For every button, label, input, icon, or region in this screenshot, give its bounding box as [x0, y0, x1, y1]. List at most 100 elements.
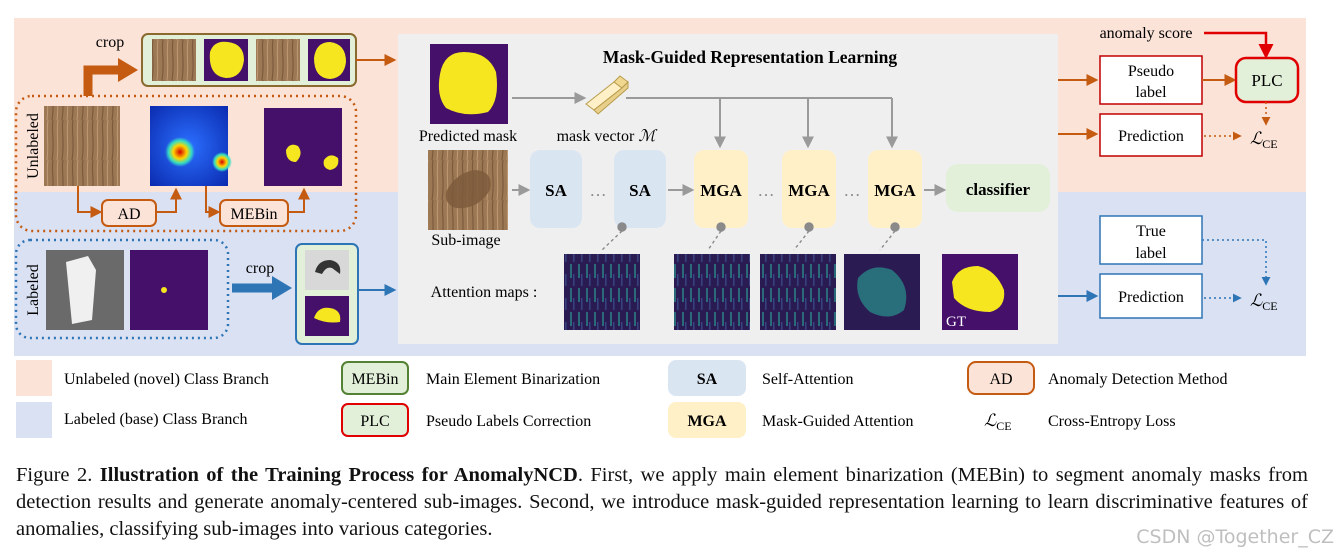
legend-plc-box — [341, 403, 409, 437]
pseudo-label-line1: Pseudo — [1128, 63, 1174, 80]
crop-label-top: crop — [96, 34, 124, 51]
gt-label: GT — [946, 314, 966, 330]
true-to-loss-arrow — [1202, 239, 1271, 286]
mask-vector-icon — [585, 75, 629, 115]
mebin-mask-image — [264, 108, 342, 186]
legend-mebin-desc: Main Element Binarization — [426, 371, 600, 388]
sa-block-2 — [614, 150, 666, 228]
crop-arrow-top — [83, 65, 118, 96]
mga-block-1 — [694, 150, 748, 228]
sa-block-2-label: SA — [629, 181, 651, 200]
ellipsis-1: … — [590, 181, 607, 200]
heatmap-hot-2 — [212, 152, 232, 172]
plc-label: PLC — [1251, 71, 1282, 90]
legend-lce-desc: Cross-Entropy Loss — [1048, 413, 1176, 430]
true-label-line2: label — [1135, 245, 1167, 262]
attention-maps-label: Attention maps : — [431, 284, 538, 301]
attention-map-1 — [564, 254, 640, 330]
attention-map-2 — [674, 254, 750, 330]
ellipsis-2: … — [758, 181, 775, 200]
anomaly-score-arrow — [1204, 31, 1274, 59]
sa-block-1 — [530, 150, 582, 228]
ellipsis-3: … — [844, 181, 861, 200]
ad-arrow-in — [77, 186, 103, 218]
loss-label-bottom: ℒCE — [1250, 291, 1278, 313]
mebin-arrow-in — [205, 186, 221, 218]
sa-block-1-label: SA — [545, 181, 567, 200]
legend-labeled-swatch — [16, 402, 52, 438]
legend-unlabeled-text: Unlabeled (novel) Class Branch — [64, 371, 269, 388]
legend-mebin-key: MEBin — [351, 371, 398, 388]
mga-block-3-label: MGA — [874, 181, 916, 200]
labeled-crop-mask-shape — [314, 307, 341, 323]
labeled-label: Labeled — [25, 264, 42, 316]
prediction-label-top: Prediction — [1118, 128, 1184, 145]
attention-map-3 — [760, 254, 836, 330]
legend-sa-desc: Self-Attention — [762, 371, 854, 388]
legend-ad-desc: Anomaly Detection Method — [1048, 371, 1228, 388]
caption-text: . First, we apply main element binarizat… — [16, 464, 1309, 540]
crop-mask-1-shape — [209, 41, 244, 78]
crop-wood-1 — [152, 39, 196, 81]
mga-block-2 — [782, 150, 836, 228]
unlabeled-label: Unlabeled — [25, 113, 42, 179]
ad-label: AD — [117, 206, 140, 223]
ad-arrow-out — [156, 187, 182, 213]
legend-sa-key: SA — [697, 371, 718, 388]
gt-mask-shape — [952, 266, 1005, 312]
classifier-label: classifier — [966, 180, 1031, 199]
sub-image-anomaly — [445, 170, 491, 209]
legend-ad-box — [967, 361, 1035, 395]
prediction-label-bottom: Prediction — [1118, 289, 1184, 306]
unlabeled-box — [14, 94, 358, 233]
predicted-mask-label: Predicted mask — [419, 128, 517, 145]
attention-links — [601, 222, 900, 251]
mebin-arrow-out — [288, 187, 310, 213]
figure-caption: Figure 2. Illustration of the Training P… — [16, 462, 1308, 543]
labeled-mask-image — [130, 250, 208, 330]
crop-wood-2 — [256, 39, 300, 81]
loss-label-top: ℒCE — [1250, 129, 1278, 151]
legend-plc-key: PLC — [360, 413, 389, 430]
true-label-line1: True — [1136, 223, 1166, 240]
mga-block-2-label: MGA — [788, 181, 830, 200]
anomaly-score-label: anomaly score — [1100, 25, 1193, 42]
mask-vector-label: mask vector ℳ — [557, 128, 659, 145]
legend-lce-key: ℒCE — [984, 411, 1012, 433]
legend-mga-box — [668, 402, 746, 438]
caption-label: Figure 2. — [16, 464, 93, 486]
crop-label-bottom: crop — [246, 260, 274, 277]
labeled-object — [66, 256, 96, 324]
crop-arrow-top-head — [118, 58, 138, 82]
labeled-crop-object — [315, 260, 341, 274]
legend-labeled-text: Labeled (base) Class Branch — [64, 411, 247, 428]
legend-mga-key: MGA — [687, 413, 727, 430]
labeled-mask-dot — [161, 287, 167, 293]
crop-mask-2-shape — [314, 42, 346, 79]
crop-arrow-bottom-head — [272, 276, 292, 300]
legend-sa-box — [668, 360, 746, 396]
plc-box — [1234, 56, 1300, 104]
prediction-box-bottom — [1099, 273, 1203, 319]
legend-mga-desc: Mask-Guided Attention — [762, 413, 914, 430]
legend-ad-key: AD — [989, 371, 1012, 388]
labeled-box — [14, 238, 230, 340]
mebin-label: MEBin — [230, 206, 277, 223]
mga-block-1-label: MGA — [700, 181, 742, 200]
labeled-crop-image — [305, 250, 349, 290]
heatmap-hot-1 — [165, 137, 195, 167]
mebin-blob-1 — [286, 144, 301, 162]
pseudo-label-box — [1099, 55, 1203, 105]
sub-image-label: Sub-image — [431, 232, 500, 249]
caption-title: Illustration of the Training Process for… — [99, 464, 578, 486]
unlabeled-wood-image — [44, 106, 120, 186]
panel-title: Mask-Guided Representation Learning — [603, 47, 898, 67]
pseudo-label-line2: label — [1135, 84, 1167, 101]
legend-unlabeled-swatch — [16, 360, 52, 396]
legend-mebin-box — [341, 361, 409, 395]
prediction-box-top — [1099, 113, 1203, 157]
classifier-block — [946, 164, 1050, 212]
mebin-blob-2 — [323, 155, 339, 170]
attention-map-4-shape — [857, 267, 907, 317]
